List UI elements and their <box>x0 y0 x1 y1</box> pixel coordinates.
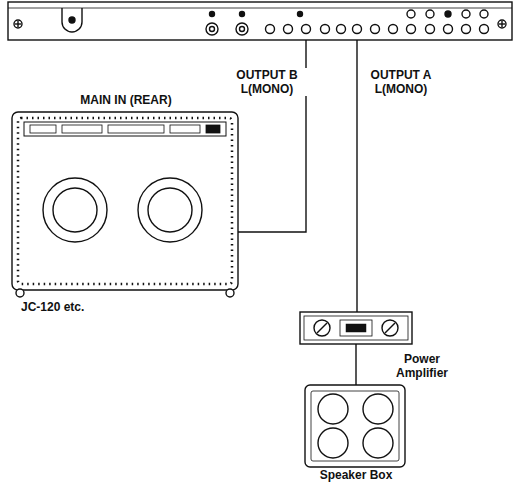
input-label: MAIN IN (REAR) <box>12 93 240 107</box>
speaker-box-drawing <box>305 385 405 467</box>
jack-label: OUTPUT A L(MONO) <box>360 68 442 96</box>
guitar-amp-drawing <box>12 112 238 297</box>
device-label: Power Amplifier <box>386 352 458 380</box>
power-amp: Power Amplifier <box>300 312 412 344</box>
rack-unit: OUTPUT B L(MONO)OUTPUT A L(MONO) <box>8 2 512 40</box>
rack-unit-drawing <box>8 2 512 40</box>
jack-label: OUTPUT B L(MONO) <box>226 68 308 96</box>
cable <box>356 40 357 312</box>
guitar-amp: MAIN IN (REAR)JC-120 etc. <box>12 112 238 290</box>
device-label: Speaker Box <box>295 468 417 482</box>
cable <box>355 344 356 385</box>
speaker-box: Speaker Box <box>305 385 405 467</box>
device-label: JC-120 etc. <box>20 300 142 314</box>
power-amp-drawing <box>300 312 412 344</box>
